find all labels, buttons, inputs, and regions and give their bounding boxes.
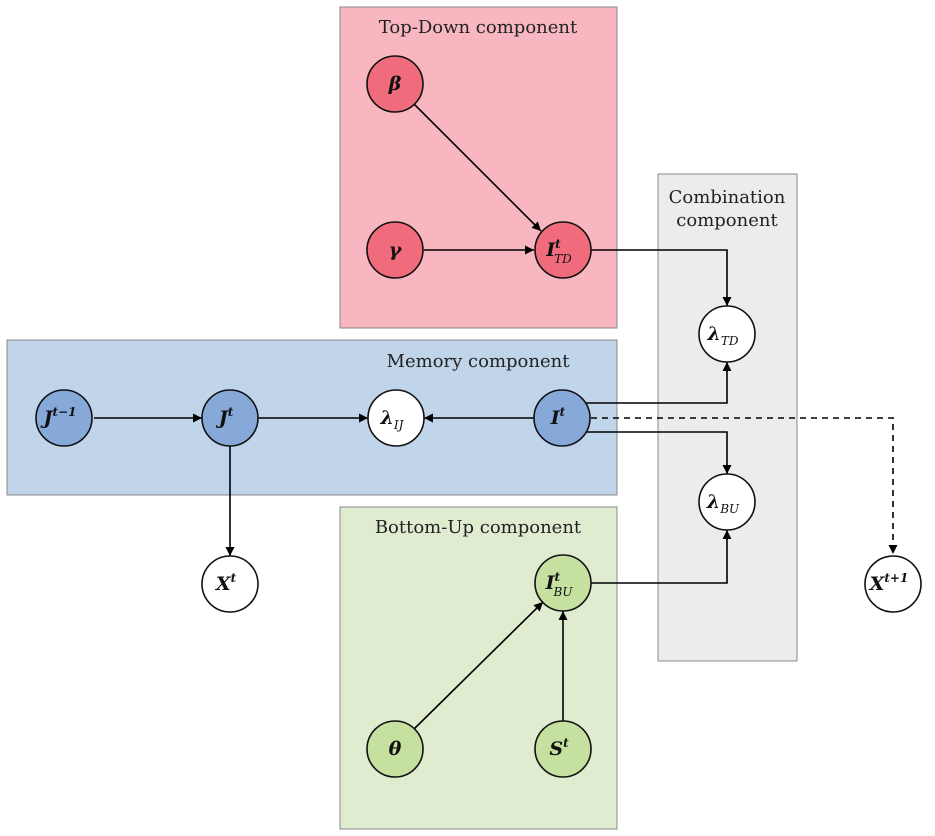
node-label-gamma: γ: [389, 239, 403, 261]
node-x-t: [201, 555, 259, 613]
node-label-x-t: Xt: [215, 571, 237, 595]
node-gamma: [366, 221, 424, 279]
edge-itd-to-lambdatd: [591, 249, 732, 306]
edge-it-to-lambdabu: [586, 431, 732, 474]
edge-beta-to-itd: [412, 102, 542, 232]
node-lambda-ij: [367, 389, 425, 447]
node-label-lambda-td: λTD: [707, 323, 739, 348]
bottom-up-box: [339, 506, 618, 830]
node-label-lambda-ij: λIJ: [380, 407, 405, 432]
node-theta: [366, 720, 424, 778]
node-lambda-bu: [698, 473, 756, 531]
node-i-t: [533, 389, 591, 447]
edge-it-to-lambdatd: [586, 362, 732, 404]
edge-it-to-xnext: [591, 417, 898, 554]
node-x-next: [864, 555, 922, 613]
top-down-label: Top-Down component: [379, 17, 578, 38]
node-label-x-next: Xt+1: [869, 571, 909, 595]
node-beta: [366, 55, 424, 113]
node-j-t: [201, 389, 259, 447]
node-label-lambda-bu: λBU: [706, 491, 740, 516]
bottom-up-label: Bottom-Up component: [375, 517, 582, 538]
node-label-j-prev: Jt−1: [41, 405, 77, 429]
edge-ibu-to-lambdabu: [591, 530, 732, 584]
node-i-bu: [534, 554, 592, 612]
node-i-td: [534, 221, 592, 279]
node-label-i-t: It: [550, 405, 566, 429]
combination-label-line2: component: [676, 210, 778, 231]
combination-label-line1: Combination: [669, 187, 786, 208]
node-j-prev: [35, 389, 93, 447]
memory-label: Memory component: [387, 351, 571, 372]
node-label-j-t: Jt: [216, 405, 234, 429]
node-s-t: [534, 720, 592, 778]
node-lambda-td: [698, 305, 756, 363]
node-label-theta: θ: [389, 738, 402, 760]
node-label-beta: β: [388, 73, 402, 95]
edge-theta-to-ibu: [412, 601, 544, 731]
node-label-s-t: St: [549, 736, 569, 760]
